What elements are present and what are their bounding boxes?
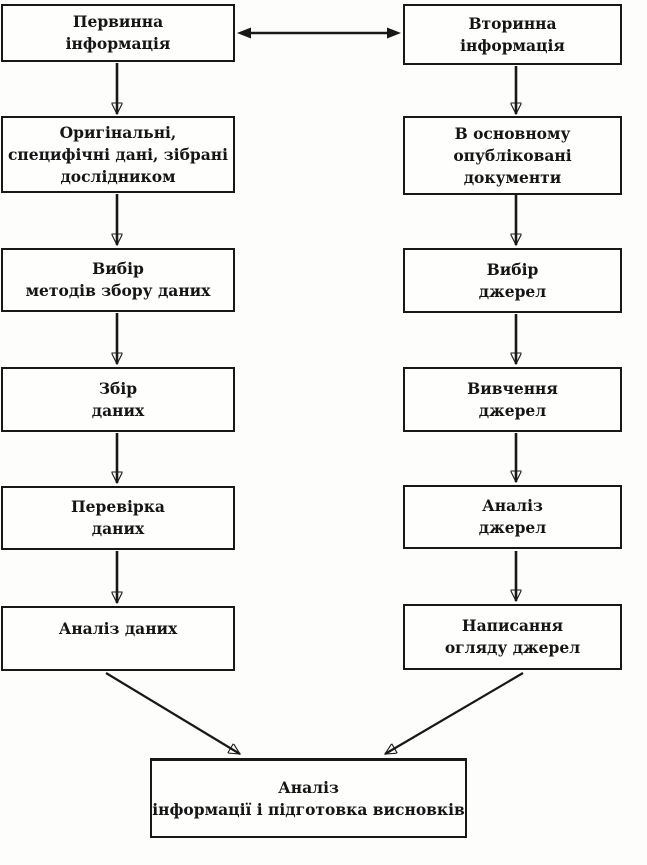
box-text-line: Збір [98, 378, 138, 398]
flow-box-choice-of-collection-methods: Вибір методів збору даних [1, 248, 235, 312]
flow-box-information-analysis-and-conclusions: Аналіз інформації і підготовка висновків [150, 758, 467, 838]
box-text-line: специфічні дані, зібрані [7, 144, 229, 164]
flow-box-secondary-information: Вторинна інформація [403, 4, 622, 65]
box-text-line: джерел [478, 400, 547, 420]
flow-box-data-analysis: Аналіз даних [1, 606, 235, 671]
box-text-line: Первинна [72, 12, 164, 31]
box-text-line: методів збору даних [25, 281, 211, 300]
box-text-line: інформації і підготовка висновків [152, 799, 465, 819]
box-text-line: Написання [461, 616, 564, 635]
box-text-line: В основному [454, 123, 571, 143]
flow-box-source-analysis: Аналіз джерел [403, 485, 622, 549]
box-text-line: Вторинна [468, 13, 557, 33]
arrowhead-right-icon [387, 27, 401, 39]
box-text-line: Оригінальні, [59, 122, 177, 142]
arrowhead-left-icon [237, 27, 251, 39]
flow-box-mostly-published-documents: В основному опубліковані документи [403, 116, 622, 195]
box-text-line: даних [91, 519, 145, 538]
box-text-line: документи [463, 167, 562, 187]
box-text-line: джерел [478, 518, 547, 537]
flow-box-source-selection: Вибір джерел [403, 248, 622, 313]
box-text-line: Перевірка [71, 497, 165, 516]
box-text-line: інформація [460, 35, 565, 55]
flow-box-primary-information: Первинна інформація [1, 4, 235, 62]
box-text-line: інформація [65, 34, 171, 53]
flow-box-writing-source-review: Написання огляду джерел [403, 604, 622, 670]
converging-arrows [105, 672, 524, 755]
double-arrow-primary-secondary [237, 27, 401, 39]
box-text-line: дослідником [60, 166, 176, 186]
box-text-line: Вивчення [467, 378, 558, 398]
box-text-line: Аналіз даних [58, 619, 178, 638]
flow-box-data-collection: Збір даних [1, 367, 235, 432]
box-text-line: Аналіз [278, 777, 339, 797]
box-text-line: опубліковані [453, 145, 572, 165]
box-text-line: джерел [478, 281, 547, 301]
flow-box-source-study: Вивчення джерел [403, 367, 622, 432]
box-text-line: даних [91, 400, 145, 420]
box-text-line: Вибір [92, 259, 144, 278]
flow-box-original-specific-data: Оригінальні, специфічні дані, зібрані до… [1, 116, 235, 193]
box-text-line: Вибір [486, 259, 539, 279]
box-text-line: Аналіз [482, 496, 543, 515]
flow-box-data-verification: Перевірка даних [1, 486, 235, 550]
box-text-line: огляду джерел [444, 638, 581, 657]
